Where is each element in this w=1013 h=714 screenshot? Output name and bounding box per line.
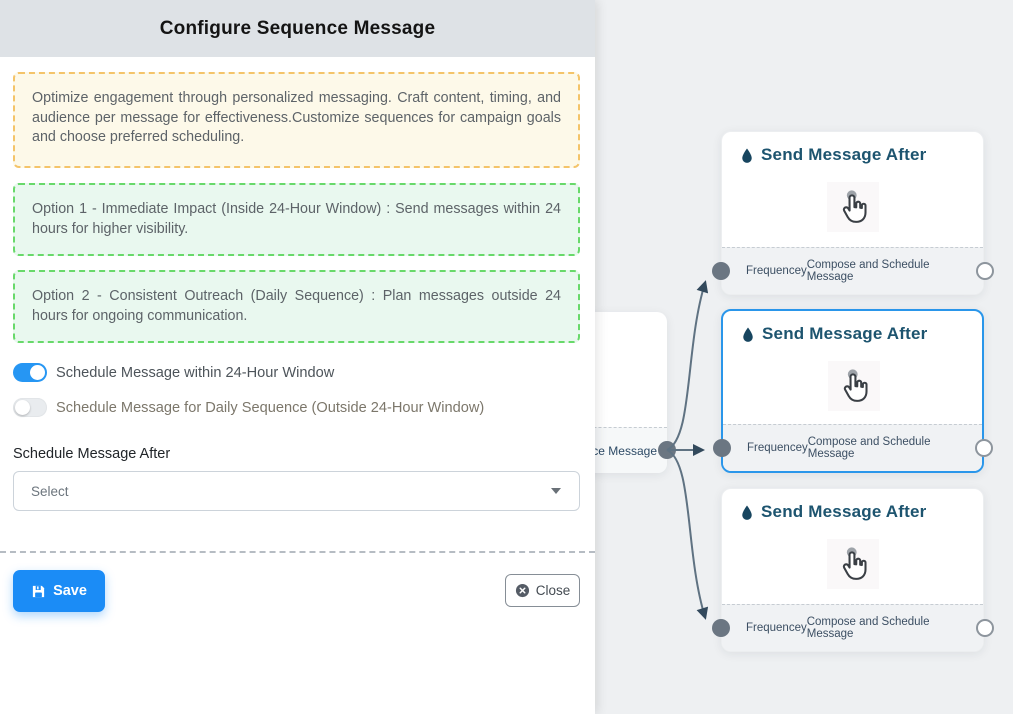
save-label: Save: [53, 583, 87, 599]
node-title: Send Message After: [740, 502, 926, 522]
output-port[interactable]: [976, 619, 994, 637]
droplet-icon: [742, 505, 752, 520]
droplet-icon: [742, 148, 752, 163]
toggle-knob: [30, 365, 45, 380]
select-value: Select: [31, 483, 69, 499]
node-send-message-after-3[interactable]: Send Message After Frequencey Compose an…: [712, 488, 994, 652]
node-footer: Frequencey Compose and Schedule Message: [722, 604, 983, 651]
compose-schedule-label: Compose and Schedule Message: [806, 259, 930, 283]
node-title: Send Message After: [740, 145, 926, 165]
toggle-24hr-window[interactable]: [13, 363, 47, 382]
schedule-after-select[interactable]: Select: [13, 471, 580, 511]
frequency-label: Frequencey: [746, 265, 807, 277]
hand-click-icon[interactable]: [827, 182, 879, 232]
close-button[interactable]: Close: [505, 574, 580, 607]
toggle-daily-sequence-label: Schedule Message for Daily Sequence (Out…: [56, 400, 485, 416]
node-title: Send Message After: [741, 324, 927, 344]
hand-click-icon[interactable]: [828, 361, 880, 411]
close-icon: [515, 583, 529, 598]
footer-divider: [0, 551, 595, 553]
node-footer: Frequencey Compose and Schedule Message: [723, 424, 982, 471]
schedule-after-label: Schedule Message After: [13, 446, 171, 462]
hand-click-icon[interactable]: [827, 539, 879, 589]
toggle-daily-sequence[interactable]: [13, 398, 47, 417]
droplet-icon: [743, 327, 753, 342]
output-port[interactable]: [976, 262, 994, 280]
panel-header: Configure Sequence Message: [0, 0, 595, 57]
input-port[interactable]: [712, 262, 730, 280]
node-footer: Frequencey Compose and Schedule Message: [722, 247, 983, 294]
toggle-24hr-window-label: Schedule Message within 24-Hour Window: [56, 365, 335, 381]
panel-title: Configure Sequence Message: [159, 17, 436, 39]
chevron-down-icon: [551, 488, 561, 494]
input-port[interactable]: [712, 619, 730, 637]
intro-note: Optimize engagement through personalized…: [13, 72, 580, 168]
node-send-message-after-2[interactable]: Send Message After Frequencey Compose an…: [713, 309, 993, 473]
config-panel: Configure Sequence Message Optimize enga…: [0, 0, 595, 612]
input-port[interactable]: [713, 439, 731, 457]
save-button[interactable]: Save: [13, 570, 105, 612]
toggle-knob: [15, 400, 30, 415]
output-port[interactable]: [658, 441, 676, 459]
save-icon: [32, 585, 45, 597]
option2-note: Option 2 - Consistent Outreach (Daily Se…: [13, 270, 580, 343]
flow-canvas[interactable]: ce Message Send Message After Frequencey…: [407, 0, 1013, 714]
compose-schedule-label: Compose and Schedule Message: [807, 436, 931, 460]
node-send-message-after-1[interactable]: Send Message After Frequencey Compose an…: [712, 131, 994, 295]
option1-note: Option 1 - Immediate Impact (Inside 24-H…: [13, 183, 580, 256]
output-port[interactable]: [975, 439, 993, 457]
frequency-label: Frequencey: [746, 622, 807, 634]
close-label: Close: [535, 583, 571, 598]
frequency-label: Frequencey: [747, 442, 808, 454]
compose-schedule-label: Compose and Schedule Message: [806, 616, 930, 640]
